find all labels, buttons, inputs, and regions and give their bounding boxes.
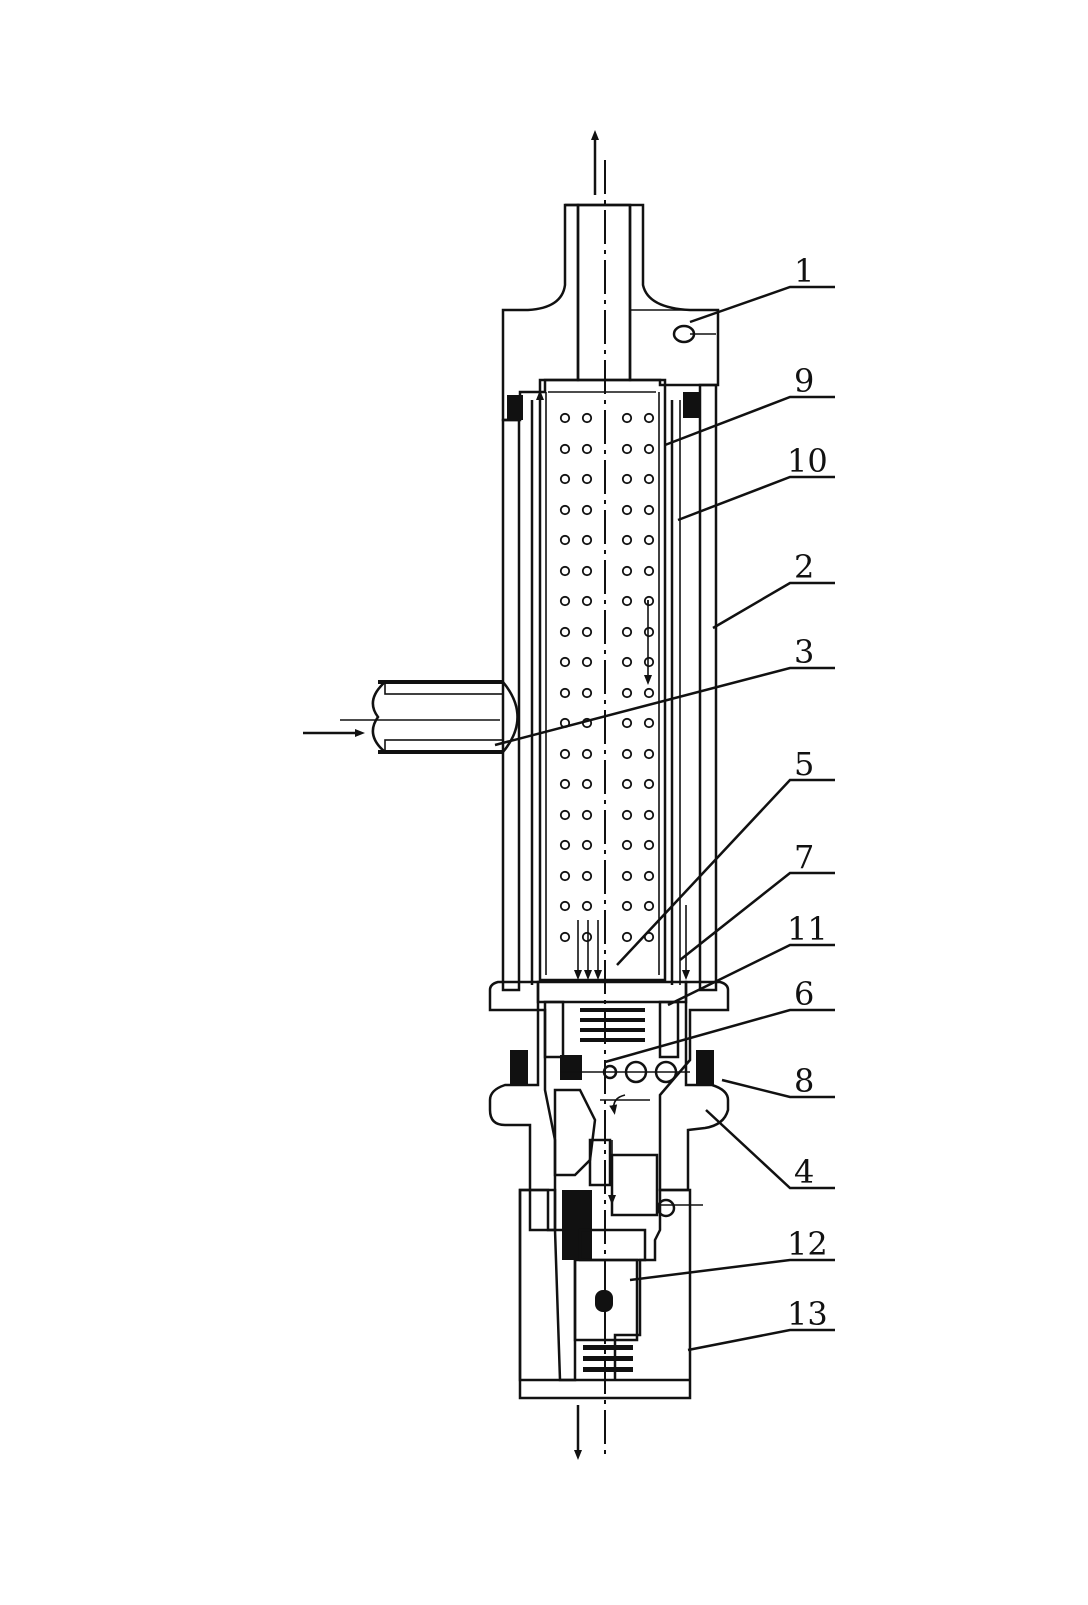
perforation-hole xyxy=(559,534,571,546)
perforation-hole xyxy=(643,870,655,882)
perforation-hole xyxy=(581,626,593,638)
label-2: 2 xyxy=(794,548,814,586)
perforation-hole xyxy=(559,626,571,638)
perforation-hole xyxy=(559,687,571,699)
perforation-hole xyxy=(621,900,633,912)
perforation-hole xyxy=(621,412,633,424)
label-3: 3 xyxy=(794,633,814,671)
perforation-hole xyxy=(643,504,655,516)
inlet-pipe xyxy=(303,680,519,754)
perforation-hole xyxy=(621,778,633,790)
perforation-hole xyxy=(643,473,655,485)
perforation-hole xyxy=(581,900,593,912)
perforation-hole xyxy=(621,839,633,851)
label-13: 13 xyxy=(787,1295,828,1333)
perforation-hole xyxy=(559,870,571,882)
perforation-hole xyxy=(581,473,593,485)
label-5: 5 xyxy=(794,745,814,783)
perforation-hole xyxy=(621,809,633,821)
lower-body xyxy=(488,980,730,1232)
perforation-hole xyxy=(581,656,593,668)
perforation-hole xyxy=(621,717,633,729)
perforation-hole xyxy=(643,626,655,638)
outer-shell xyxy=(501,383,718,992)
perforation-hole xyxy=(643,717,655,729)
perforation-hole xyxy=(621,626,633,638)
perforation-hole xyxy=(621,870,633,882)
leader-lines xyxy=(494,285,835,1352)
perforation-hole xyxy=(643,900,655,912)
perforation-hole xyxy=(559,778,571,790)
perforation-hole xyxy=(621,565,633,577)
perforation-hole xyxy=(581,412,593,424)
perforation-hole xyxy=(643,534,655,546)
perforation-hole xyxy=(559,931,571,943)
perforation-hole xyxy=(621,504,633,516)
perforation-hole xyxy=(581,687,593,699)
perforation-hole xyxy=(559,809,571,821)
perforation-hole xyxy=(643,778,655,790)
perforation-hole xyxy=(559,473,571,485)
part-labels: 1 9 10 2 3 5 7 11 6 8 4 12 13 xyxy=(787,252,828,1333)
perforation-hole xyxy=(581,931,593,943)
label-7: 7 xyxy=(794,838,814,876)
perforation-hole xyxy=(643,412,655,424)
label-11: 11 xyxy=(787,910,828,948)
perforation-hole xyxy=(643,687,655,699)
perforation-hole xyxy=(581,595,593,607)
perforation-hole xyxy=(621,687,633,699)
label-8: 8 xyxy=(794,1062,814,1100)
perforation-hole xyxy=(621,473,633,485)
label-12: 12 xyxy=(787,1225,828,1263)
perforation-hole xyxy=(581,839,593,851)
perforation-hole xyxy=(581,565,593,577)
perforation-hole xyxy=(581,504,593,516)
perforation-hole xyxy=(559,595,571,607)
perforation-holes xyxy=(559,412,655,943)
label-1: 1 xyxy=(794,252,814,290)
perforation-hole xyxy=(621,534,633,546)
perforation-hole xyxy=(559,443,571,455)
label-4: 4 xyxy=(794,1153,814,1191)
perforation-hole xyxy=(559,565,571,577)
perforation-hole xyxy=(581,809,593,821)
perforation-hole xyxy=(643,656,655,668)
perforation-hole xyxy=(643,809,655,821)
perforation-hole xyxy=(559,412,571,424)
perforation-hole xyxy=(581,534,593,546)
flow-arrows xyxy=(536,130,690,1460)
perforation-hole xyxy=(621,443,633,455)
perforation-hole xyxy=(581,778,593,790)
perforation-hole xyxy=(643,443,655,455)
perforation-hole xyxy=(559,504,571,516)
perforation-hole xyxy=(559,900,571,912)
bottom-nut xyxy=(518,1188,703,1400)
label-6: 6 xyxy=(794,975,814,1013)
perforation-hole xyxy=(643,839,655,851)
perforation-hole xyxy=(621,748,633,760)
label-10: 10 xyxy=(787,442,828,480)
perforation-hole xyxy=(643,595,655,607)
top-cap xyxy=(501,203,720,422)
perforation-hole xyxy=(643,748,655,760)
perforation-hole xyxy=(621,656,633,668)
label-9: 9 xyxy=(794,362,814,400)
perforation-hole xyxy=(621,931,633,943)
perforation-hole xyxy=(559,656,571,668)
perforation-hole xyxy=(581,443,593,455)
perforation-hole xyxy=(581,870,593,882)
perforation-hole xyxy=(621,595,633,607)
perforation-hole xyxy=(559,839,571,851)
perforation-hole xyxy=(559,748,571,760)
perforation-hole xyxy=(643,565,655,577)
filter-tube xyxy=(530,378,681,985)
perforation-hole xyxy=(581,748,593,760)
